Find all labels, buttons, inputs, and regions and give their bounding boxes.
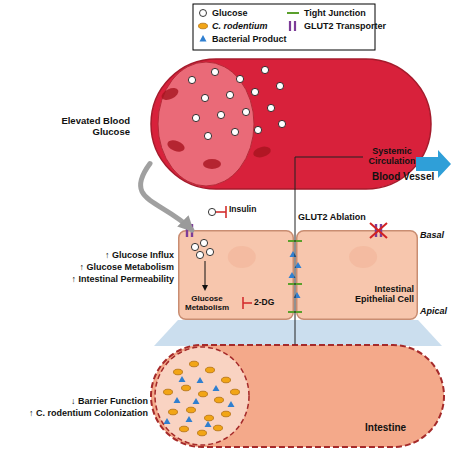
effect-label: ↓ Barrier Function (2, 396, 148, 406)
cell-body (297, 231, 418, 320)
ablation-label: GLUT2 Ablation (298, 212, 370, 222)
intestine-lumen (155, 347, 249, 445)
vessel-lumen (158, 62, 254, 186)
node-label: Intestine (365, 422, 435, 434)
legend-label: Tight Junction (304, 8, 366, 18)
blood-vessel: Systemic CirculationBlood Vessel (150, 58, 432, 190)
transporter-sample (289, 21, 291, 31)
legend-label: C. rodentium (212, 21, 268, 31)
epithelial-cell-shape (296, 230, 418, 320)
legend-label: Glucose (212, 8, 248, 18)
glucose-sample (200, 10, 207, 17)
condition-label: Elevated Blood Glucose (58, 116, 130, 138)
legend-label: GLUT2 Transporter (304, 21, 386, 31)
node-label: Intestinal Epithelial Cell (334, 284, 414, 305)
vessel-body (151, 59, 431, 189)
intestine: Intestine (150, 344, 445, 448)
node-label: Systemic Circulation (363, 146, 421, 167)
node-label: Glucose Metabolism (180, 294, 234, 312)
inhibition-bar (225, 206, 227, 218)
intestine-body (151, 345, 444, 447)
node-label: Blood Vessel (372, 171, 436, 183)
cell-body (179, 231, 294, 320)
legend-label: Bacterial Product (212, 34, 287, 44)
effect-label: ↑ Intestinal Permeability (2, 274, 174, 284)
inhibitor-label: 2-DG (254, 298, 284, 308)
blood-vessel-shape (150, 58, 432, 190)
effect-label: ↑ C. rodentium Colonization (2, 408, 148, 418)
translocation-line (295, 190, 296, 344)
glucose-molecule (208, 208, 215, 215)
inhibition-line (216, 211, 226, 213)
junction-sample (287, 12, 299, 14)
cell-nucleus (349, 246, 377, 268)
zoom-shading (154, 320, 442, 346)
effect-label: ↑ Glucose Metabolism (2, 262, 174, 272)
product-sample (200, 35, 207, 42)
epithelial-cell: Intestinal Epithelial Cell (296, 230, 418, 320)
epithelial-cell: Glucose Metabolism (178, 230, 294, 320)
bacterium-sample (199, 23, 208, 29)
orientation-label: Apical (420, 306, 452, 316)
cell-nucleus (228, 246, 256, 268)
orientation-label: Basal (420, 230, 452, 240)
hormone-label: Insulin (229, 205, 279, 215)
effect-label: ↑ Glucose Influx (2, 250, 174, 260)
transporter-sample (294, 21, 296, 31)
